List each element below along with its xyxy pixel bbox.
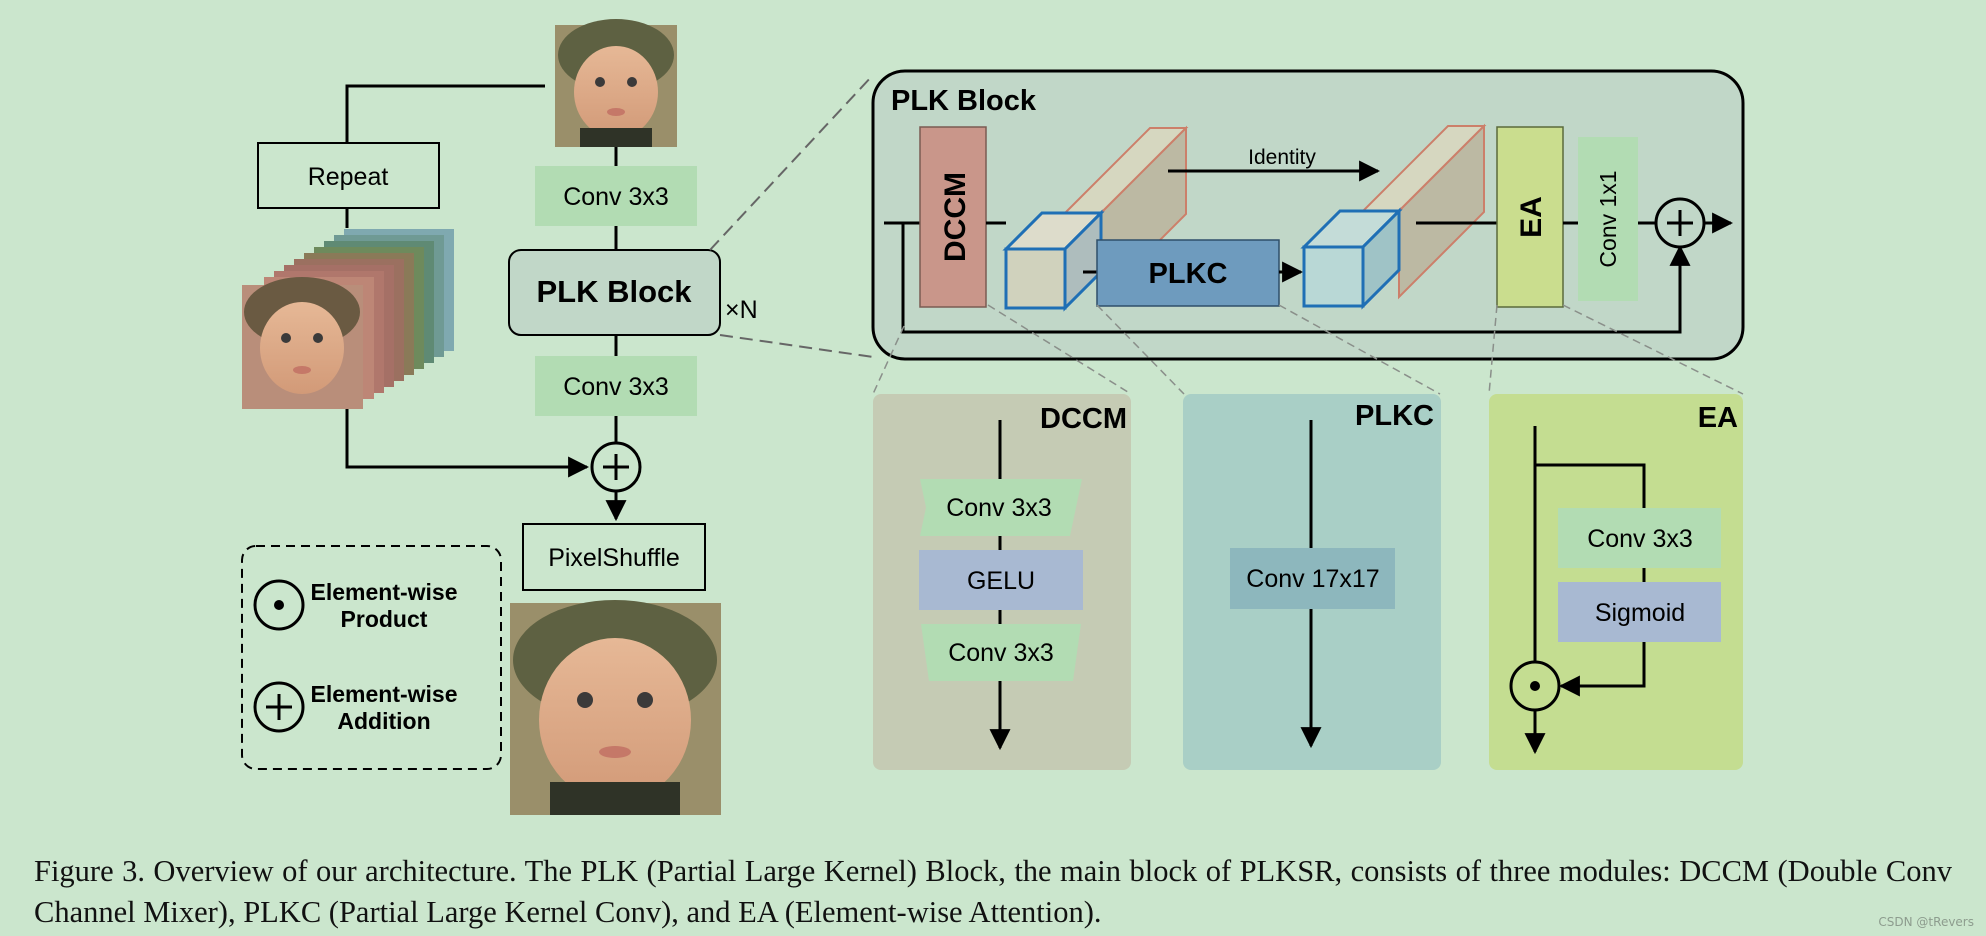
identity-label: Identity (1248, 146, 1316, 169)
dccm-gelu: GELU (919, 550, 1083, 610)
pixelshuffle-box: PixelShuffle (522, 523, 706, 591)
ea-conv-label: Conv 3x3 (1587, 525, 1693, 553)
legend-addition-line1: Element-wise (311, 681, 458, 707)
dccm-block: DCCM (919, 126, 987, 308)
ea-block: EA (1496, 126, 1564, 308)
dccm-panel-title: DCCM (1040, 403, 1127, 435)
pixelshuffle-label: PixelShuffle (548, 544, 680, 572)
ea-sigmoid: Sigmoid (1558, 582, 1721, 642)
caption-line1: Figure 3. Overview of our architecture. … (34, 854, 1671, 888)
element-wise-addition-icon (253, 681, 305, 733)
dccm-conv3x3-a: Conv 3x3 (920, 479, 1082, 536)
repeat-skip-line (345, 84, 545, 228)
skip-to-addition-arrow (345, 409, 590, 478)
panel-connector-lines (872, 304, 1744, 395)
dccm-gelu-label: GELU (967, 567, 1035, 595)
plkc-conv-label: Conv 17x17 (1246, 565, 1379, 593)
plk-block-label: PLK Block (536, 274, 692, 309)
dccm-conv-b-label: Conv 3x3 (948, 639, 1054, 667)
dccm-conv-a-label: Conv 3x3 (946, 494, 1052, 522)
dccm-block-label: DCCM (939, 172, 972, 262)
conv3x3-bottom-box: Conv 3x3 (535, 356, 697, 416)
conv3x3-top-box: Conv 3x3 (535, 166, 697, 226)
repeat-label: Repeat (308, 163, 389, 191)
plk-block-box: PLK Block (508, 249, 721, 336)
legend-product-line2: Product (341, 606, 428, 632)
ea-panel: EA Conv 3x3 Sigmoid (1489, 394, 1743, 770)
conv3x3-top-label: Conv 3x3 (563, 183, 669, 211)
legend-box: Element-wise Product Element-wise Additi… (241, 545, 502, 770)
times-n-label: ×N (725, 296, 758, 324)
addition-node (590, 441, 642, 493)
plkc-block-label: PLKC (1149, 258, 1228, 290)
block-skip-arrow (901, 223, 1691, 334)
plkc-conv17x17: Conv 17x17 (1230, 548, 1395, 609)
plkc-panel: PLKC Conv 17x17 (1183, 394, 1441, 770)
zoom-connector-lines (709, 74, 874, 358)
element-wise-product-icon (253, 579, 305, 631)
plkc-block: PLKC (1096, 239, 1280, 307)
ea-conv3x3: Conv 3x3 (1558, 508, 1721, 568)
conv1x1-label: Conv 1x1 (1595, 170, 1621, 267)
plk-detail-title: PLK Block (891, 85, 1037, 117)
input-face-image (555, 19, 677, 147)
dccm-panel: DCCM Conv 3x3 GELU Conv 3x3 (873, 394, 1131, 770)
conv1x1-block: Conv 1x1 (1578, 137, 1638, 301)
feature-tensor-concat (1300, 123, 1487, 310)
legend-product-line1: Element-wise (311, 579, 458, 605)
ea-panel-title: EA (1698, 402, 1738, 434)
watermark: CSDN @tRevers (1878, 915, 1974, 929)
output-face-image (510, 600, 721, 815)
legend-addition-line2: Addition (337, 708, 430, 734)
conv3x3-bottom-label: Conv 3x3 (563, 373, 669, 401)
ea-product-node (1509, 660, 1561, 712)
block-addition-node (1654, 197, 1706, 249)
repeated-face-stack (242, 229, 454, 409)
dccm-conv3x3-b: Conv 3x3 (921, 624, 1081, 681)
ea-block-label: EA (1515, 196, 1548, 238)
plkc-panel-title: PLKC (1355, 400, 1434, 432)
caption-line2: DCCM (Double Conv Channel Mixer), PLKC (… (34, 854, 1953, 929)
figure-caption: Figure 3. Overview of our architecture. … (34, 851, 1952, 933)
ea-sigmoid-label: Sigmoid (1595, 599, 1685, 627)
repeat-box: Repeat (257, 142, 440, 209)
